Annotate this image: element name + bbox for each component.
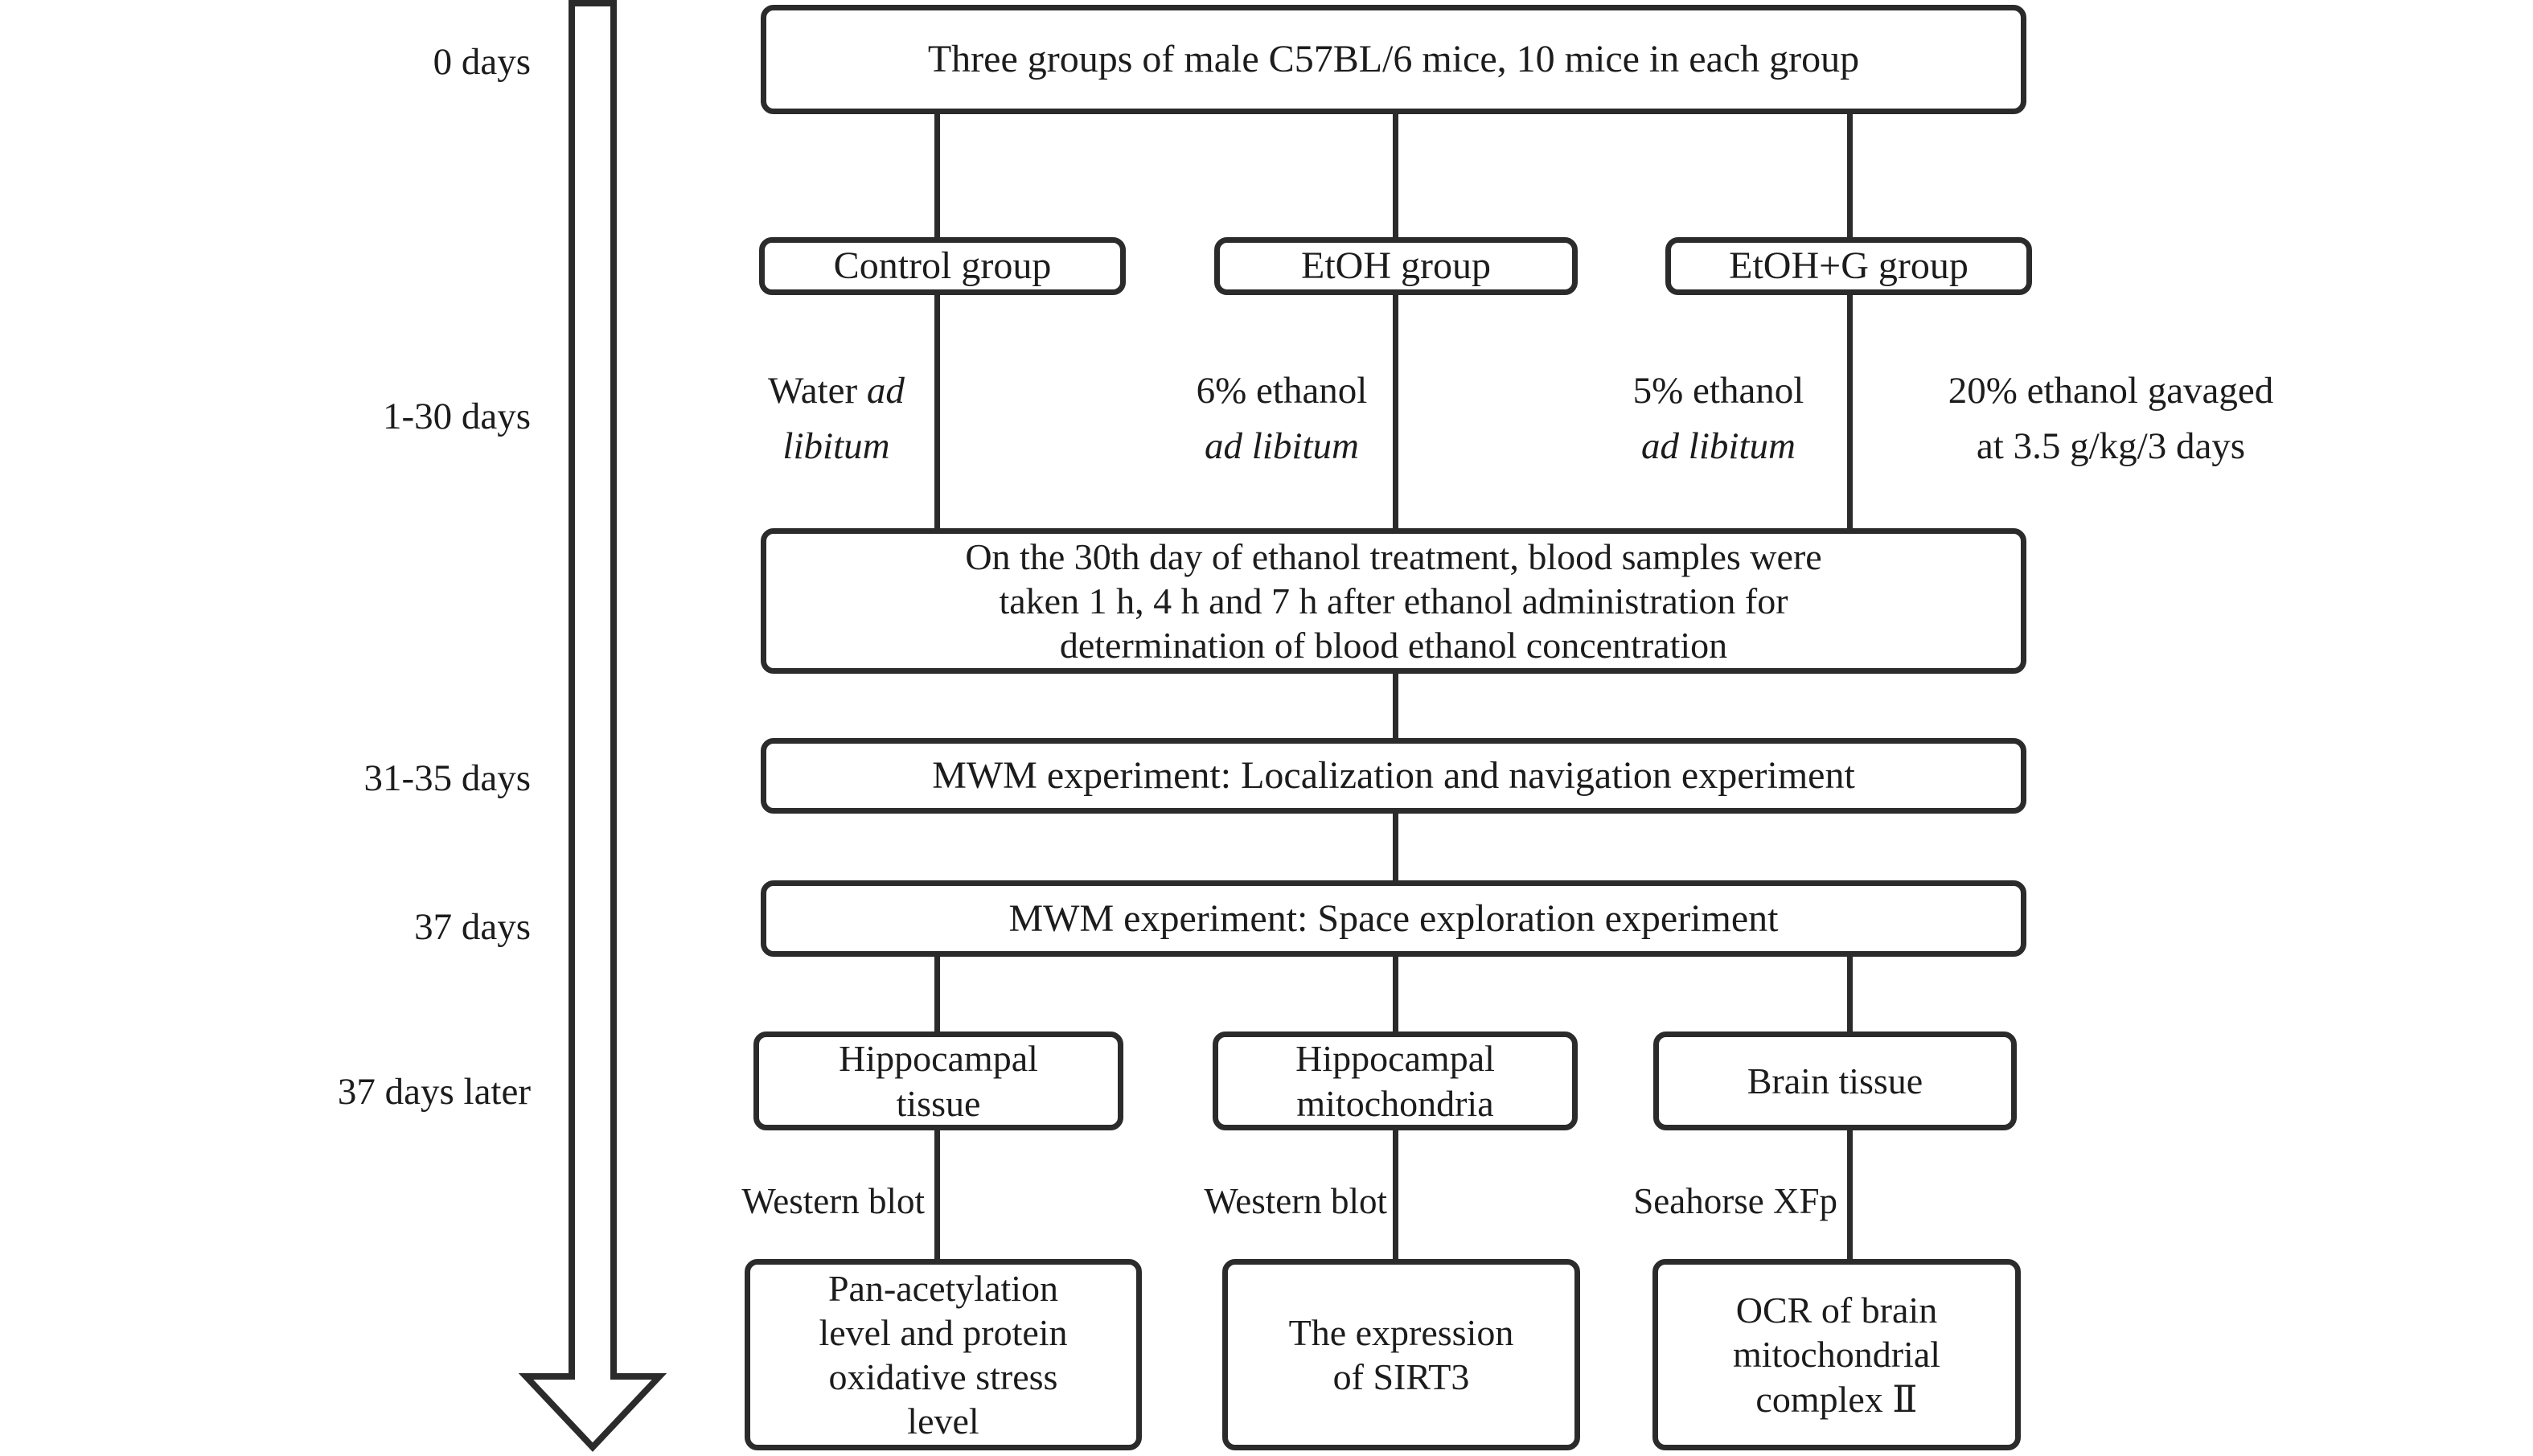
- timeline-label-1-30-days: 1-30 days: [209, 391, 531, 442]
- treatment-etoh-note: 6% ethanol ad libitum: [1121, 360, 1443, 477]
- sirt3-outcome-box: The expression of SIRT3: [1222, 1259, 1580, 1450]
- connector-top-to-etohg: [1847, 113, 1853, 241]
- timeline-label-37-days: 37 days: [209, 901, 531, 953]
- brain-tissue-box: Brain tissue: [1653, 1032, 2017, 1130]
- connector-mwm2-to-tissue3: [1847, 953, 1853, 1036]
- brain-tissue-text: Brain tissue: [1747, 1060, 1923, 1101]
- method-label-text: Seahorse XFp: [1633, 1181, 1837, 1221]
- etoh-group-label: EtOH group: [1301, 244, 1491, 288]
- connector-tissue3-to-outcome3: [1847, 1126, 1853, 1263]
- hippocampal-mitochondria-line: Hippocampal: [1295, 1038, 1495, 1080]
- ocr-outcome-box: OCR of brain mitochondrial complex Ⅱ: [1652, 1259, 2021, 1450]
- connector-top-to-control: [934, 113, 940, 241]
- connector-etohg-to-blood: [1847, 291, 1853, 532]
- pan-acetylation-line: level: [907, 1401, 979, 1442]
- etoh-group-box: EtOH group: [1214, 237, 1578, 295]
- connector-mwm1-to-mwm2: [1393, 810, 1398, 884]
- treatment-line: at 3.5 g/kg/3 days: [1976, 424, 2246, 467]
- treatment-control-note: Water ad libitum: [675, 360, 997, 477]
- etoh-g-group-box: EtOH+G group: [1665, 237, 2032, 295]
- hippocampal-mitochondria-box: Hippocampal mitochondria: [1213, 1032, 1578, 1130]
- timeline-label-31-35-days: 31-35 days: [209, 753, 531, 804]
- timeline-label-text: 0 days: [433, 41, 531, 83]
- treatment-gavage-note: 20% ethanol gavaged at 3.5 g/kg/3 days: [1906, 360, 2316, 477]
- timeline-label-text: 37 days: [414, 906, 531, 948]
- seahorse-xfp-label: Seahorse XFp: [1516, 1177, 1837, 1225]
- ocr-line: OCR of brain: [1735, 1290, 1938, 1331]
- pan-acetylation-line: oxidative stress: [828, 1356, 1058, 1397]
- treatment-line: ad libitum: [1205, 424, 1359, 467]
- western-blot-label-2: Western blot: [1065, 1177, 1387, 1225]
- method-label-text: Western blot: [1204, 1181, 1387, 1221]
- mwm-space-exploration-box: MWM experiment: Space exploration experi…: [761, 880, 2026, 957]
- pan-acetylation-line: Pan-acetylation: [827, 1267, 1059, 1309]
- hippocampal-tissue-line: tissue: [896, 1082, 981, 1124]
- connector-control-to-blood: [934, 291, 940, 532]
- sirt3-line: The expression: [1288, 1311, 1514, 1353]
- blood-box-line: taken 1 h, 4 h and 7 h after ethanol adm…: [999, 580, 1788, 621]
- connector-tissue2-to-outcome2: [1393, 1126, 1398, 1263]
- mwm-localization-box: MWM experiment: Localization and navigat…: [761, 738, 2026, 814]
- connector-mwm2-to-tissue1: [934, 953, 940, 1036]
- pan-acetylation-outcome-box: Pan-acetylation level and protein oxidat…: [745, 1259, 1142, 1450]
- timeline-label-37-days-later: 37 days later: [209, 1066, 531, 1118]
- treatment-line: 20% ethanol gavaged: [1948, 370, 2274, 412]
- connector-etoh-to-blood: [1393, 291, 1398, 532]
- western-blot-label-1: Western blot: [603, 1177, 925, 1225]
- treatment-line: 5% ethanol: [1632, 370, 1804, 412]
- start-box: Three groups of male C57BL/6 mice, 10 mi…: [761, 5, 2026, 114]
- timeline-label-0-days: 0 days: [209, 36, 531, 88]
- treatment-line: Water ad: [768, 370, 905, 412]
- control-group-box: Control group: [759, 237, 1126, 295]
- timeline-label-text: 37 days later: [337, 1071, 531, 1113]
- hippocampal-tissue-line: Hippocampal: [839, 1038, 1038, 1080]
- ocr-line: mitochondrial: [1732, 1334, 1941, 1376]
- control-group-label: Control group: [833, 244, 1052, 288]
- connector-top-to-etoh: [1393, 113, 1398, 241]
- connector-mwm2-to-tissue2: [1393, 953, 1398, 1036]
- treatment-etoh-g-note: 5% ethanol ad libitum: [1558, 360, 1879, 477]
- mwm-localization-text: MWM experiment: Localization and navigat…: [932, 754, 1855, 798]
- pan-acetylation-line: level and protein: [819, 1311, 1068, 1353]
- blood-box-line: determination of blood ethanol concentra…: [1059, 625, 1728, 666]
- hippocampal-tissue-box: Hippocampal tissue: [753, 1032, 1123, 1130]
- treatment-line: ad libitum: [1641, 424, 1796, 467]
- blood-sampling-box: On the 30th day of ethanol treatment, bl…: [761, 528, 2026, 674]
- timeline-label-text: 31-35 days: [363, 757, 531, 799]
- treatment-line: libitum: [782, 424, 890, 467]
- timeline-label-text: 1-30 days: [382, 396, 531, 437]
- blood-box-line: On the 30th day of ethanol treatment, bl…: [965, 535, 1822, 577]
- ocr-line: complex Ⅱ: [1755, 1378, 1918, 1420]
- start-box-text: Three groups of male C57BL/6 mice, 10 mi…: [927, 38, 1860, 81]
- sirt3-line: of SIRT3: [1332, 1356, 1470, 1397]
- connector-blood-to-mwm1: [1393, 670, 1398, 742]
- treatment-line: 6% ethanol: [1196, 370, 1368, 412]
- hippocampal-mitochondria-line: mitochondria: [1296, 1082, 1494, 1124]
- method-label-text: Western blot: [741, 1181, 925, 1221]
- mwm-space-exploration-text: MWM experiment: Space exploration experi…: [1008, 896, 1779, 940]
- etoh-g-group-label: EtOH+G group: [1729, 244, 1969, 288]
- connector-tissue1-to-outcome1: [934, 1126, 940, 1263]
